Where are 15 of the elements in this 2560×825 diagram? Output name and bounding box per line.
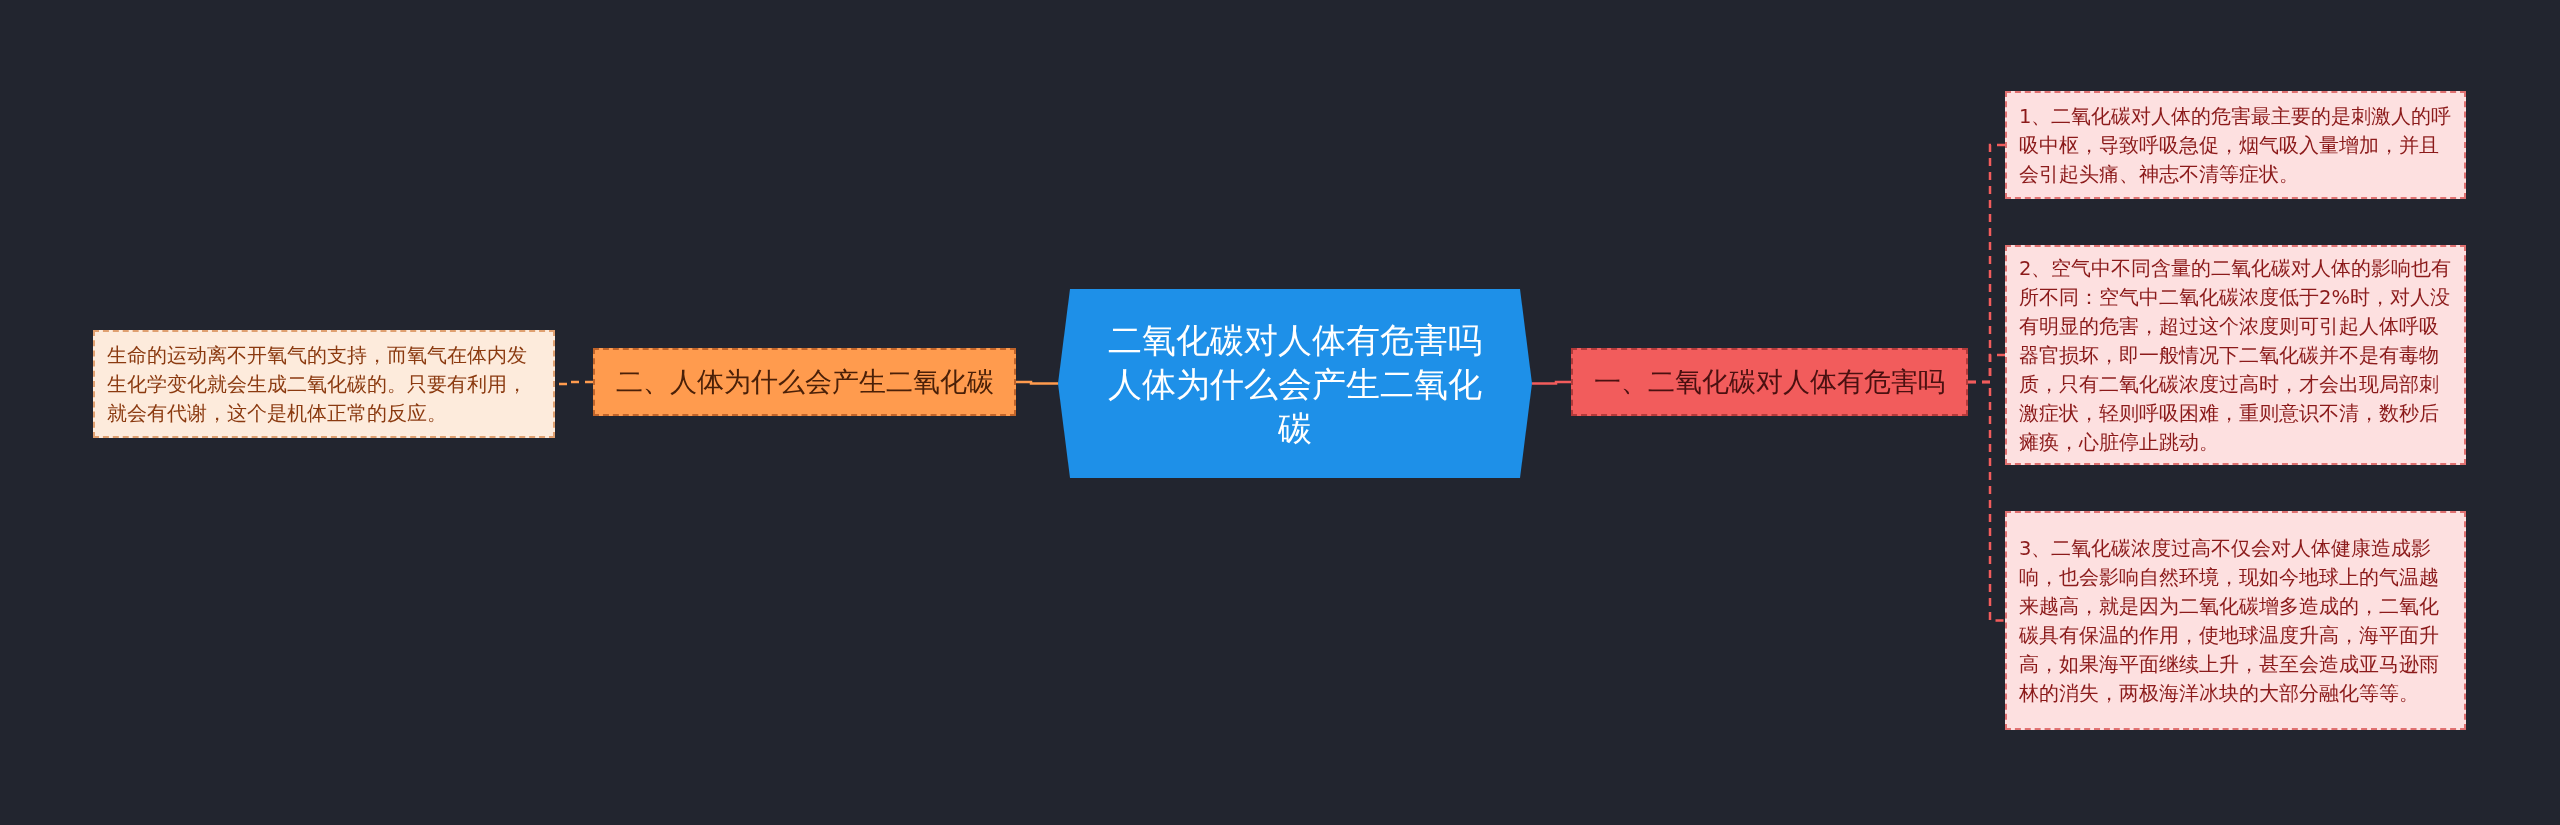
connector-line xyxy=(1968,380,2005,622)
note-text: 2、空气中不同含量的二氧化碳对人体的影响也有所不同：空气中二氧化碳浓度低于2%时，对人没有明显的危害，超过这个浓度则可引起人体呼吸器官损坏，即一般情况下二氧化碳并不是有毒物质，只有二氧化碳浓度过高时，才会出现局部刺激症状，轻则呼吸困难，重则意识不清，数秒后瘫痪，心脏停止跳动。 xyxy=(2019,255,2452,456)
branch-text: 二、人体为什么会产生二氧化碳 xyxy=(615,365,994,399)
connector-line xyxy=(1016,380,1058,385)
branch-box xyxy=(1571,348,1968,416)
connector-line xyxy=(1532,380,1571,385)
note-text: 1、二氧化碳对人体的危害最主要的是刺激人的呼吸中枢，导致呼吸急促，烟气吸入量增加，并且会引起头痛、神志不清等症状。 xyxy=(2019,103,2452,188)
note-text: 3、二氧化碳浓度过高不仅会对人体健康造成影响，也会影响自然环境，现如今地球上的气温越来越高，就是因为二氧化碳增多造成的，二氧化碳具有保温的作用，使地球温度升高，海平面升高，如果海平面继续上升，甚至会造成亚马逊雨林的消失，两极海洋冰块的大部分融化等等。 xyxy=(2019,535,2440,707)
note-box xyxy=(2005,511,2466,730)
note-box xyxy=(2005,91,2466,199)
topic-text: 二氧化碳对人体有危害吗人体为什么会产生二氧化碳 xyxy=(1107,318,1483,450)
branch-text: 一、二氧化碳对人体有危害吗 xyxy=(1594,365,1945,399)
note-box xyxy=(93,330,555,438)
note-text: 生命的运动离不开氧气的支持，而氧气在体内发生化学变化就会生成二氧化碳的。只要有利用，就会有代谢，这个是机体正常的反应。 xyxy=(107,342,528,427)
branch-box xyxy=(593,348,1016,416)
